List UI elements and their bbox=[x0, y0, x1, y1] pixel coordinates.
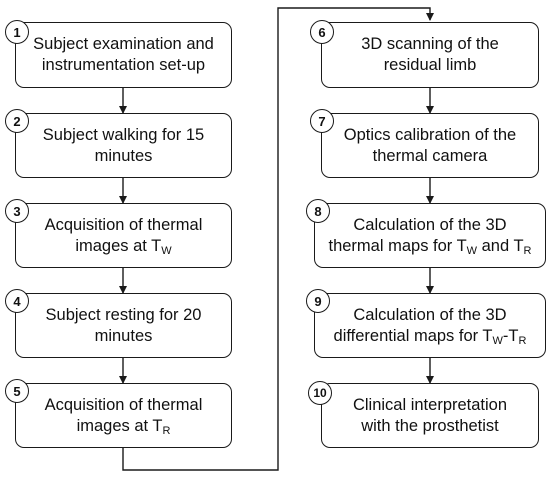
step-6-box: 3D scanning of the residual limb bbox=[321, 22, 539, 88]
step-1-box: Subject examination and instrumentation s… bbox=[15, 22, 232, 88]
step-3-line1: Acquisition of thermal bbox=[44, 215, 203, 234]
step-6-line2: residual limb bbox=[383, 56, 477, 74]
step-8-line2: thermal maps for TW and TR bbox=[329, 236, 532, 257]
step-3-line2-text: images at T bbox=[75, 236, 162, 255]
step-5-line2: images at TR bbox=[45, 416, 203, 437]
step-10-line2: with the prosthetist bbox=[361, 416, 499, 435]
step-8-line1: Calculation of the 3D bbox=[353, 215, 507, 234]
step-3-box: Acquisition of thermal images at TW bbox=[15, 203, 232, 268]
step-6-badge: 6 bbox=[310, 20, 334, 44]
step-9-line2-text: differential maps for T bbox=[333, 326, 493, 345]
connector-5-to-6 bbox=[122, 7, 434, 471]
step-10-badge: 10 bbox=[308, 381, 332, 405]
step-2-box: Subject walking for 15 minutes bbox=[15, 113, 232, 178]
step-9-subscript-2: R bbox=[518, 334, 527, 347]
step-1-line1: Subject examination and bbox=[33, 35, 214, 53]
step-7-line1: Optics calibration of the bbox=[343, 125, 517, 144]
step-3-subscript: W bbox=[161, 244, 172, 257]
step-6-line1: 3D scanning of the bbox=[361, 35, 499, 53]
step-1-badge: 1 bbox=[5, 20, 29, 44]
step-1-line2: instrumentation set-up bbox=[41, 56, 206, 74]
step-10-line1: Clinical interpretation bbox=[352, 395, 508, 414]
step-4-box: Subject resting for 20 minutes bbox=[15, 293, 232, 358]
step-4-badge: 4 bbox=[5, 289, 29, 313]
step-9-subscript-1: W bbox=[492, 334, 503, 347]
step-4-line2: minutes bbox=[94, 326, 153, 345]
step-7-line2: thermal camera bbox=[372, 146, 488, 165]
step-3-line2: images at TW bbox=[45, 236, 203, 257]
step-2-badge: 2 bbox=[5, 109, 29, 133]
step-5-box: Acquisition of thermal images at TR bbox=[15, 383, 232, 448]
step-7-box: Optics calibration of the thermal camera bbox=[321, 113, 539, 178]
step-8-line2-mid: and T bbox=[477, 236, 524, 255]
step-9-line2-mid: -T bbox=[502, 326, 519, 345]
step-8-subscript-2: R bbox=[523, 244, 532, 257]
step-8-box: Calculation of the 3D thermal maps for TW… bbox=[314, 203, 546, 268]
step-5-badge: 5 bbox=[5, 379, 29, 403]
step-5-line2-text: images at T bbox=[76, 416, 163, 435]
step-8-line2-text: thermal maps for T bbox=[328, 236, 467, 255]
step-9-line1: Calculation of the 3D bbox=[353, 305, 507, 324]
step-4-line1: Subject resting for 20 bbox=[45, 305, 202, 324]
step-7-badge: 7 bbox=[310, 109, 334, 133]
step-9-badge: 9 bbox=[306, 289, 330, 313]
step-2-line2: minutes bbox=[94, 146, 153, 165]
step-8-subscript-1: W bbox=[466, 244, 478, 257]
step-5-line1: Acquisition of thermal bbox=[44, 395, 203, 414]
step-3-badge: 3 bbox=[5, 199, 29, 223]
step-10-box: Clinical interpretation with the prosthet… bbox=[321, 383, 539, 448]
step-2-line1: Subject walking for 15 bbox=[42, 125, 205, 144]
step-8-badge: 8 bbox=[306, 199, 330, 223]
step-5-subscript: R bbox=[162, 424, 171, 437]
step-9-box: Calculation of the 3D differential maps f… bbox=[314, 293, 546, 358]
step-9-line2: differential maps for TW-TR bbox=[334, 326, 527, 347]
